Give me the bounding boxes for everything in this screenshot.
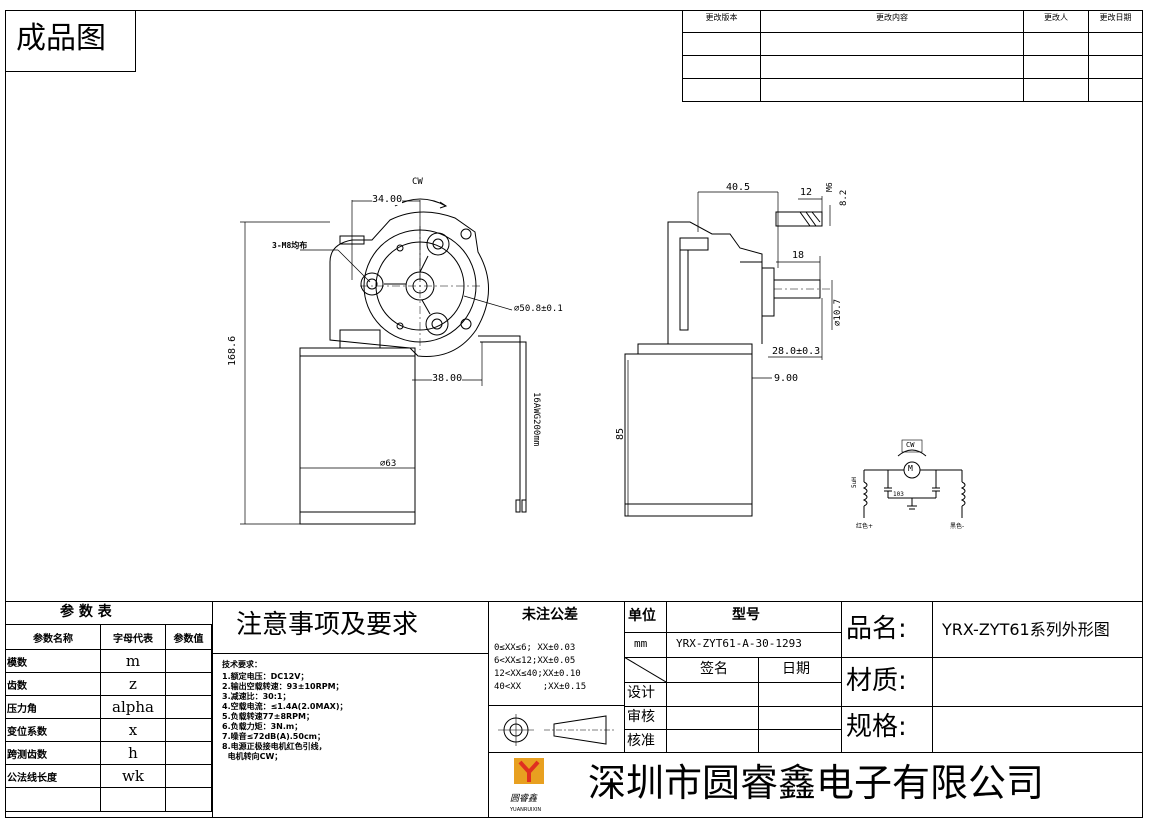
param-value (165, 649, 212, 673)
model-value: YRX-ZYT61-A-30-1293 (676, 637, 802, 650)
param-symbol: z (100, 672, 166, 696)
model-label: 型号 (732, 607, 760, 623)
front-dim-phi63: ⌀63 (380, 459, 397, 469)
unit-label: 单位 (628, 608, 656, 624)
params-table-title: 参 数 表 (60, 604, 112, 620)
notes-heading: 技术要求： (222, 660, 262, 669)
tolerance-row: 6<XX≤12;XX±0.05 (494, 656, 576, 666)
note-item: 2.输出空载转速：93±10RPM； (222, 682, 344, 691)
param-symbol: m (100, 649, 166, 673)
param-value (165, 718, 212, 742)
motor-body (299, 347, 416, 525)
front-wire-label: 16AWG200mm (531, 392, 541, 447)
company-logo-en: YUANRUIXIN (510, 807, 542, 813)
front-dim-38: 38.00 (432, 373, 463, 384)
spec-label: 规格: (846, 712, 907, 742)
note-item: 4.空载电流：≤1.4A(2.0MAX)； (222, 702, 348, 711)
company-name: 深圳市圆睿鑫电子有限公司 (588, 761, 1045, 805)
side-motor-body (624, 353, 753, 517)
note-item: 电机转向CW； (222, 752, 283, 761)
front-cw-label: CW (412, 177, 423, 187)
company-logo-cn: 圆睿鑫 (510, 794, 538, 804)
param-symbol: wk (100, 764, 166, 788)
company-logo (514, 758, 544, 784)
param-symbol: x (100, 718, 166, 742)
param-symbol: alpha (100, 695, 166, 719)
tolerance-box-left (488, 601, 489, 818)
notes-title: 注意事项及要求 (236, 610, 419, 640)
tolerance-title: 未注公差 (522, 607, 578, 623)
note-item: 7.噪音≤72dB(A).50cm； (222, 732, 326, 741)
note-item: 6.负载力矩：3N.m； (222, 722, 303, 731)
side-dim-phi107: ⌀10.7 (833, 298, 843, 326)
params-header-symbol: 字母代表 (100, 624, 166, 650)
review-label: 审核 (627, 709, 655, 725)
title-box (5, 10, 136, 72)
tolerance-row: 0≤XX≤6; XX±0.03 (494, 643, 576, 653)
param-name: 齿数 (5, 672, 101, 696)
side-gearbox (667, 221, 763, 344)
note-item: 3.减速比：30:1； (222, 692, 291, 701)
schem-cw: CW (906, 441, 915, 449)
param-name (5, 787, 101, 812)
date-label: 日期 (782, 661, 810, 677)
front-dim-1686: 168.6 (227, 335, 238, 366)
approve-label: 核准 (627, 733, 655, 749)
schem-cap: 103 (893, 491, 904, 498)
drawing-title: 成品图 (16, 21, 106, 56)
product-value: YRX-ZYT61系列外形图 (942, 620, 1110, 639)
design-label: 设计 (627, 685, 655, 701)
schem-motor: M (908, 464, 913, 473)
unit-value: mm (634, 637, 648, 650)
gearbox-outline (329, 211, 489, 357)
revision-table: 更改版本 更改内容 更改人 更改日期 (682, 10, 1143, 102)
schem-l1: 5uH (851, 477, 858, 488)
notes-title-underline (212, 653, 488, 654)
schem-black: 黑色- (950, 523, 965, 530)
material-label: 材质: (846, 666, 907, 696)
notes-list: 1.额定电压：DC12V； 2.输出空载转速：93±10RPM； 3.减速比：3… (222, 672, 347, 762)
param-value (165, 695, 212, 719)
tolerance-list: 0≤XX≤6; XX±0.03 6<XX≤12;XX±0.05 12<XX≤40… (494, 642, 586, 694)
param-name: 变位系数 (5, 718, 101, 742)
drawing-frame (5, 10, 1143, 818)
param-symbol (100, 787, 166, 812)
projection-symbol (498, 714, 614, 746)
param-value (165, 741, 212, 765)
sign-label: 签名 (700, 661, 728, 677)
param-value (165, 764, 212, 788)
front-dim-phi508: ⌀50.8±0.1 (514, 304, 563, 314)
note-item: 1.额定电压：DC12V； (222, 672, 309, 681)
param-symbol: h (100, 741, 166, 765)
schem-red: 红色+ (856, 523, 874, 530)
side-dim-280: 28.0±0.3 (772, 346, 821, 357)
notes-box-left (212, 601, 213, 818)
front-mount-label: 3-M8均布 (272, 241, 308, 250)
param-name: 公法线长度 (5, 764, 101, 788)
circuit-schematic (862, 439, 966, 518)
front-dim-34: 34.00 (372, 194, 403, 205)
param-name: 跨测齿数 (5, 741, 101, 765)
param-value (165, 787, 212, 812)
param-value (165, 672, 212, 696)
side-dim-18: 18 (792, 250, 805, 261)
title-block-divider (5, 601, 1143, 602)
tolerance-row: 40<XX ;XX±0.15 (494, 682, 587, 692)
front-view-drawing (240, 191, 966, 525)
side-dim-9: 9.00 (774, 373, 799, 384)
side-dim-m6: M6 (825, 182, 834, 192)
side-dim-82: 8.2 (839, 189, 849, 206)
note-item: 5.负载转速77±8RPM； (222, 712, 314, 721)
side-dim-85: 85 (615, 427, 626, 440)
params-header-name: 参数名称 (5, 624, 101, 650)
params-header-value: 参数值 (165, 624, 212, 650)
side-dim-405: 40.5 (726, 182, 751, 193)
param-name: 模数 (5, 649, 101, 673)
param-name: 压力角 (5, 695, 101, 719)
tolerance-row: 12<XX≤40;XX±0.10 (494, 669, 581, 679)
product-label: 品名: (846, 614, 907, 644)
side-dim-12: 12 (800, 187, 813, 198)
note-item: 8.电源正极接电机红色引线， (222, 742, 327, 751)
